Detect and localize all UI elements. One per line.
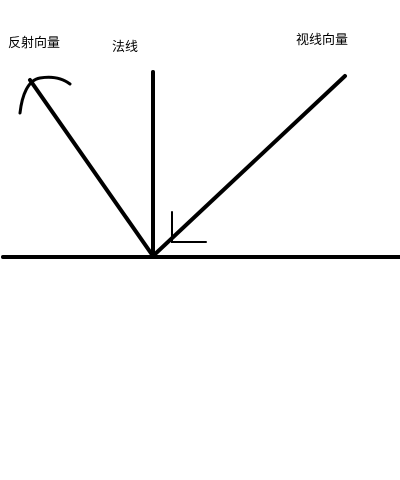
reflect-vector-line	[28, 78, 155, 258]
view-vector-label: 视线向量	[296, 33, 349, 48]
view-vector-line	[151, 74, 347, 258]
angle-marker	[171, 211, 207, 243]
reflect-arrowhead	[18, 75, 72, 115]
reflect-vector-label: 反射向量	[8, 36, 61, 51]
normal-label: 法线	[112, 40, 139, 55]
